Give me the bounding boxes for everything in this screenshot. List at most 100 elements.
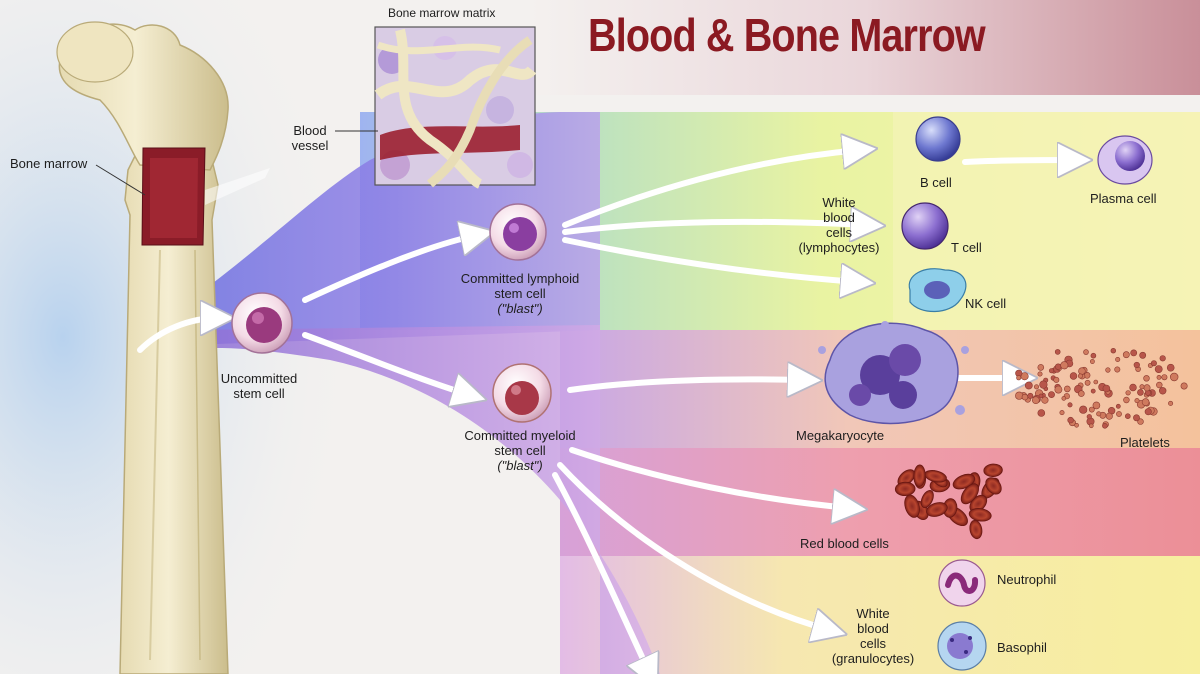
platelet <box>1038 393 1044 399</box>
platelet <box>1110 348 1117 354</box>
platelet <box>1067 416 1074 424</box>
platelet <box>1027 392 1034 399</box>
bone-marrow-label: Bone marrow <box>10 156 88 171</box>
platelet <box>1169 372 1179 382</box>
plasma-cell <box>1097 135 1153 185</box>
platelet <box>1079 405 1088 414</box>
platelet <box>1143 375 1150 382</box>
platelet <box>1123 396 1130 404</box>
platelet <box>1141 398 1150 406</box>
myeloid-label: Committed myeloid stem cell ("blast") <box>464 428 576 473</box>
platelet <box>1069 372 1078 380</box>
platelet <box>1115 356 1121 362</box>
platelet <box>1016 375 1022 381</box>
platelet <box>1015 391 1024 400</box>
platelet <box>1090 359 1095 364</box>
platelet <box>1048 391 1055 398</box>
wbc-lymphocytes-label: White blood cells (lymphocytes) <box>798 195 880 255</box>
t-cell <box>901 202 949 250</box>
platelet <box>1125 413 1131 420</box>
platelet <box>1088 406 1095 413</box>
lymphoid-label: Committed lymphoid stem cell ("blast") <box>460 271 580 316</box>
platelet <box>1102 384 1111 393</box>
platelet <box>1090 388 1096 394</box>
platelet <box>1156 374 1162 380</box>
platelet <box>1168 400 1174 406</box>
matrix-inset <box>374 26 537 189</box>
platelet <box>1158 387 1167 395</box>
granulocyte-band <box>560 556 1200 674</box>
page-title: Blood & Bone Marrow <box>588 9 986 61</box>
myeloid-stem-cell <box>492 363 552 423</box>
platelet <box>1078 390 1085 397</box>
platelet <box>1059 410 1065 416</box>
megakaryocyte-label: Megakaryocyte <box>796 428 885 443</box>
platelet <box>1105 412 1113 420</box>
red-blood-cell <box>960 483 979 505</box>
platelet <box>1064 385 1071 393</box>
nk-cell <box>908 268 967 313</box>
t-cell-label: T cell <box>951 240 982 255</box>
neutrophil <box>938 559 986 607</box>
platelet <box>1021 393 1029 401</box>
platelet <box>1092 401 1101 410</box>
lymphoid-stem-cell <box>489 203 547 261</box>
platelet <box>1114 366 1121 373</box>
platelet <box>1102 422 1108 429</box>
platelet <box>1067 402 1073 408</box>
platelet <box>1077 373 1083 379</box>
platelet <box>1116 411 1122 417</box>
matrix-label: Bone marrow matrix <box>388 6 496 20</box>
platelet <box>1129 383 1137 392</box>
platelet <box>1143 384 1151 392</box>
red-blood-cell <box>926 502 948 517</box>
platelet <box>1139 351 1147 359</box>
b-cell <box>915 116 961 162</box>
platelet <box>1054 385 1063 394</box>
platelet <box>1159 355 1166 362</box>
platelet <box>1037 364 1045 371</box>
platelet <box>1137 389 1144 396</box>
platelet <box>1090 352 1097 359</box>
blood-vessel-label: Blood vessel <box>291 123 329 153</box>
platelet <box>1049 368 1055 374</box>
platelet <box>1137 418 1144 425</box>
platelet <box>1034 384 1040 390</box>
rbc-label: Red blood cells <box>800 536 889 551</box>
platelet <box>1134 398 1140 404</box>
platelet <box>1115 403 1121 409</box>
platelet <box>1060 361 1069 370</box>
platelet <box>1054 363 1062 370</box>
red-blood-cell <box>985 477 1002 495</box>
platelet <box>1144 408 1152 416</box>
megakaryocyte <box>818 321 969 425</box>
platelet <box>1041 396 1049 404</box>
platelet <box>1180 382 1188 390</box>
platelets-label: Platelets <box>1120 435 1170 450</box>
platelet <box>1130 349 1138 357</box>
platelet <box>1166 363 1175 372</box>
neutrophil-label: Neutrophil <box>997 572 1057 587</box>
rbc-band <box>560 448 1200 556</box>
platelet <box>1024 381 1033 390</box>
platelet <box>1089 423 1094 429</box>
platelet <box>1150 360 1157 367</box>
red-blood-cell <box>904 494 920 518</box>
platelet <box>1053 376 1060 383</box>
platelet <box>1105 367 1111 373</box>
platelet <box>1161 374 1168 381</box>
platelet <box>1078 367 1086 375</box>
wbc-granulocytes-label: White blood cells (granulocytes) <box>831 606 915 666</box>
nk-cell-label: NK cell <box>965 296 1007 311</box>
platelet <box>1125 390 1131 396</box>
platelet <box>1032 396 1040 405</box>
platelet <box>1133 361 1140 369</box>
platelet <box>1154 365 1163 373</box>
platelet <box>1074 422 1079 428</box>
platelet <box>1093 379 1099 385</box>
plasma-cell-label: Plasma cell <box>1090 191 1157 206</box>
platelet <box>1083 349 1089 355</box>
platelets-cluster <box>1015 348 1188 429</box>
